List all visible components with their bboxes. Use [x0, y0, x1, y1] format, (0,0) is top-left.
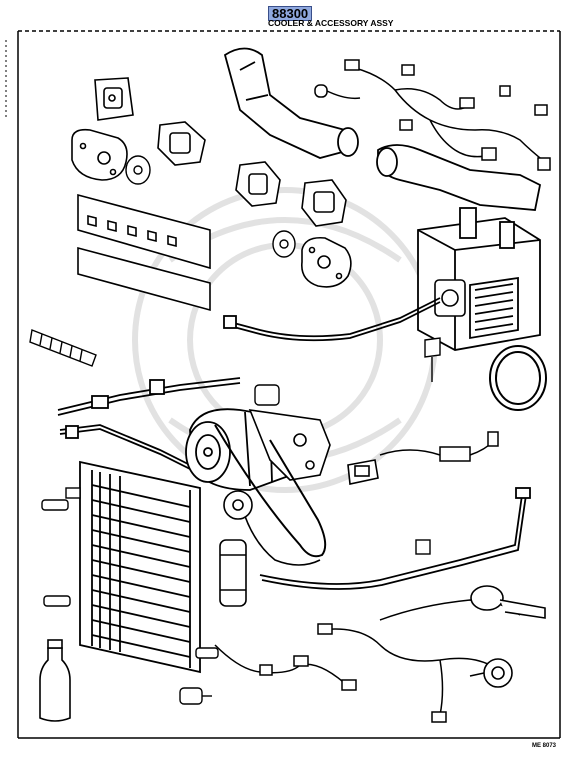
assembly-title: COOLER & ACCESSORY ASSY — [268, 18, 394, 28]
seal-plate-top[interactable] — [94, 77, 134, 121]
seal-block-upper[interactable] — [157, 121, 206, 166]
wire-harness-lower-left[interactable] — [214, 644, 357, 691]
refrigerant-pipe-discharge[interactable] — [57, 377, 241, 475]
part-number-badge[interactable]: 88300 — [268, 6, 313, 21]
pressure-switch[interactable] — [179, 687, 212, 705]
air-duct-right[interactable] — [376, 144, 542, 211]
liquid-pipe-long[interactable] — [259, 487, 531, 590]
condenser-mount-bolts[interactable] — [41, 487, 219, 659]
compressor-oil-bottle[interactable] — [39, 639, 71, 722]
idler-pulley[interactable] — [223, 490, 253, 520]
expansion-valve[interactable] — [434, 279, 466, 317]
grommet-washer-center[interactable] — [272, 230, 296, 258]
receiver-drier[interactable] — [219, 539, 247, 607]
thermistor-sensor[interactable] — [424, 337, 441, 382]
flange-gasket-left[interactable] — [71, 128, 128, 181]
pipe-clamp[interactable] — [415, 539, 431, 555]
drive-belt[interactable] — [214, 424, 327, 558]
grommet-washer-left[interactable] — [125, 155, 151, 185]
insulator-bar[interactable] — [77, 246, 211, 312]
wire-harness-middle[interactable] — [379, 431, 499, 462]
evaporator-unit[interactable] — [417, 207, 541, 351]
seal-block-right[interactable] — [301, 179, 347, 227]
flange-gasket-center[interactable] — [301, 236, 352, 288]
mounting-bracket-plate[interactable] — [77, 193, 211, 270]
idle-up-actuator[interactable] — [469, 658, 513, 688]
condenser[interactable] — [79, 460, 201, 674]
diagram-frame — [5, 30, 561, 739]
service-valve[interactable] — [254, 384, 280, 406]
hose-clamp-ring[interactable] — [489, 345, 547, 411]
seal-block-middle[interactable] — [235, 161, 281, 207]
air-duct-left[interactable] — [223, 47, 359, 159]
compressor-bracket[interactable] — [248, 409, 331, 481]
refrigerant-pipe-suction[interactable] — [223, 297, 441, 342]
diagram-reference-code: ME 8073 — [532, 743, 557, 749]
hose-protector-sleeve[interactable] — [29, 329, 97, 367]
diagram-header: 88300 COOLER & ACCESSORY ASSY — [262, 4, 462, 30]
wire-harness-upper[interactable] — [314, 59, 551, 171]
vacuum-switching-valve[interactable] — [470, 585, 546, 619]
receiver-hose[interactable] — [239, 499, 321, 566]
bracket-gasket-small[interactable] — [347, 459, 379, 485]
